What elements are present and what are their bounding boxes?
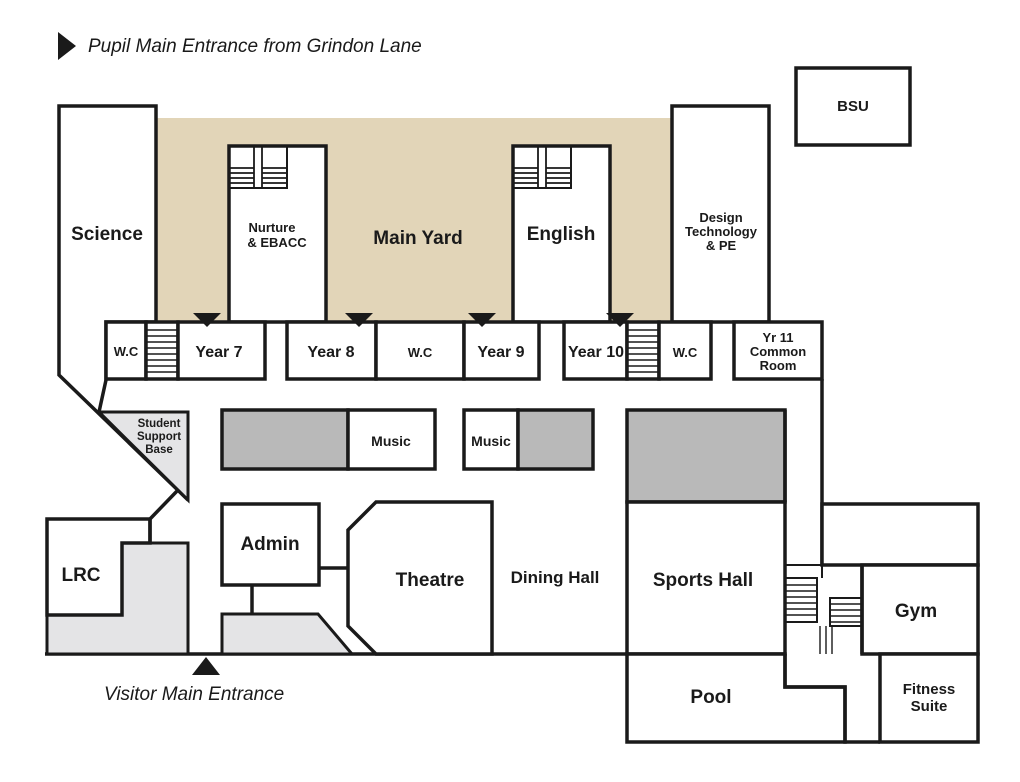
music-room-left — [346, 408, 437, 471]
pool — [625, 652, 847, 744]
science-label: Science — [71, 224, 143, 245]
wc-label-2: W.C — [408, 345, 433, 360]
fitness-label-line1: Fitness — [903, 681, 956, 698]
corridor-stair-treads-1 — [785, 584, 817, 616]
main-yard-label: Main Yard — [373, 228, 462, 249]
lrc-label: LRC — [61, 565, 100, 586]
gym-block-outer — [820, 502, 980, 567]
pool-label: Pool — [690, 687, 731, 708]
year7-stair-treads — [146, 329, 178, 373]
design-label-line3: & PE — [706, 238, 737, 253]
music-store-left — [220, 408, 350, 471]
year9-label: Year 9 — [477, 344, 524, 361]
year8-label: Year 8 — [307, 344, 354, 361]
design-label-line2: Technology — [685, 224, 758, 239]
ssb-label-line1: Student — [138, 418, 181, 430]
corridor-stairs-1 — [784, 577, 818, 623]
wc-room-2 — [374, 320, 466, 381]
year7-entrance-icon — [193, 313, 221, 327]
dining-hall-label: Dining Hall — [511, 568, 600, 587]
reception-area — [220, 612, 356, 656]
yr11-common-room — [732, 320, 824, 381]
wc-label-1: W.C — [114, 344, 139, 359]
bsu-building — [794, 66, 912, 147]
year8-entrance-icon — [345, 313, 373, 327]
gym-corridor-inner — [785, 564, 823, 578]
nurture-label-line1: Nurture — [249, 220, 296, 235]
corridor-stair-treads-2 — [830, 603, 862, 623]
pupil-entrance-label: Pupil Main Entrance from Grindon Lane — [88, 36, 422, 57]
wc-label-3: W.C — [673, 345, 698, 360]
year9-entrance-icon — [468, 313, 496, 327]
visitor-entrance-arrow-icon — [192, 657, 220, 675]
pool-corridor — [783, 654, 880, 744]
ssb-label-line3: Base — [145, 444, 173, 456]
design-technology-block — [670, 104, 771, 324]
english-block — [511, 144, 612, 324]
year7-label: Year 7 — [195, 344, 242, 361]
english-label: English — [527, 224, 596, 245]
year7-room — [176, 320, 267, 381]
year10-stair-treads — [627, 329, 659, 373]
sports-hall-label: Sports Hall — [653, 570, 753, 591]
music-label-left: Music — [371, 433, 411, 449]
english-stair-treads — [513, 146, 571, 188]
nurture-stair-treads — [229, 146, 287, 188]
nurture-ebacc-block — [227, 144, 328, 324]
yr11-label-line1: Yr 11 — [762, 330, 793, 345]
nurture-label-line2: & EBACC — [247, 235, 307, 250]
admin-office — [220, 502, 321, 587]
music-room-right — [462, 408, 520, 471]
theatre — [346, 500, 494, 656]
pupil-entrance-arrow-icon — [58, 32, 76, 60]
yr11-label-line2: Common — [750, 344, 806, 359]
year10-stairs — [625, 320, 661, 381]
music-store-right — [516, 408, 595, 471]
fitness-label-line2: Suite — [911, 698, 948, 715]
visitor-entrance-label: Visitor Main Entrance — [104, 684, 284, 705]
design-label-line1: Design — [699, 210, 742, 225]
admin-label: Admin — [240, 534, 299, 555]
sports-hall-store — [625, 408, 787, 504]
lrc-path — [148, 488, 180, 521]
year10-entrance-icon — [606, 313, 634, 327]
student-support-base — [95, 410, 190, 504]
year9-room — [462, 320, 541, 381]
wc-room-3 — [657, 320, 713, 381]
gym-label: Gym — [895, 601, 937, 622]
fitness-suite — [878, 652, 980, 744]
english-stairs — [512, 145, 572, 189]
nurture-stairs — [228, 145, 288, 189]
ssb-label-line2: Support — [137, 431, 181, 443]
yr11-label-line3: Room — [760, 358, 797, 373]
theatre-label: Theatre — [396, 570, 465, 591]
corridor-ramp-lines — [819, 626, 833, 654]
music-label-right: Music — [471, 433, 511, 449]
bsu-label: BSU — [837, 98, 869, 115]
year10-label: Year 10 — [568, 344, 624, 361]
